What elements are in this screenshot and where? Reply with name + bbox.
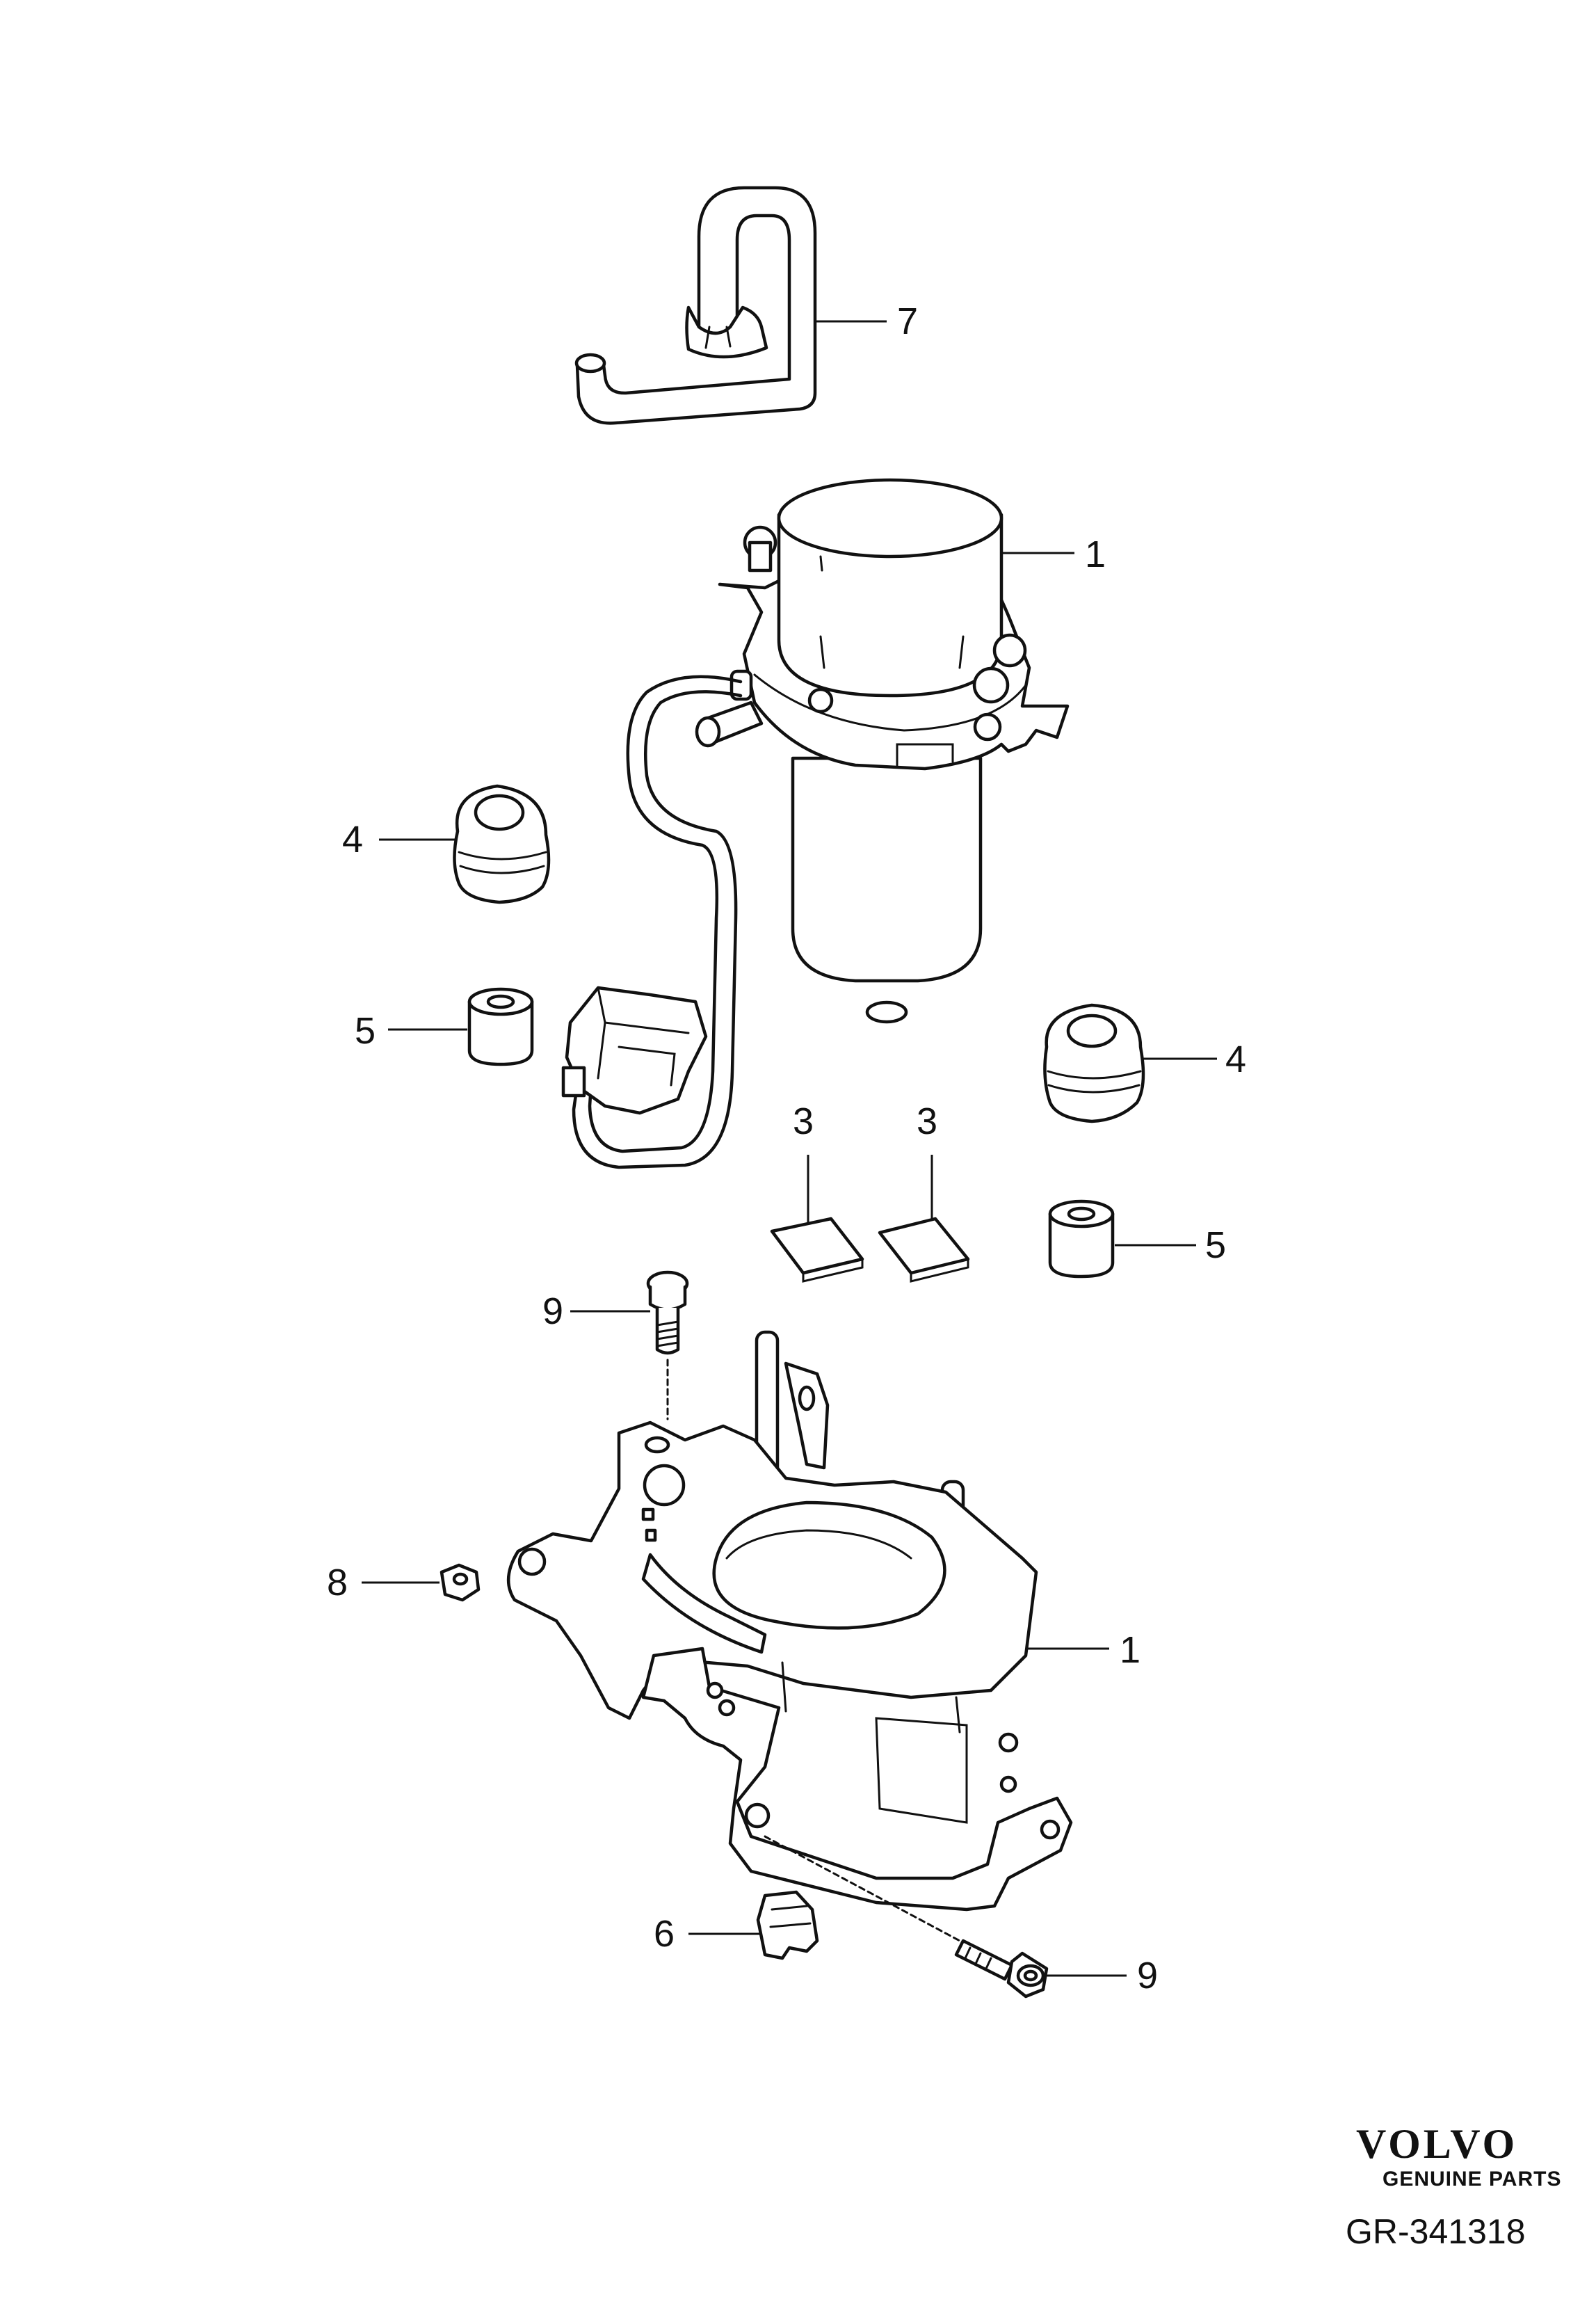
callout-9-bottom: 9 <box>1137 1955 1158 1996</box>
callout-5-left: 5 <box>355 1010 376 1052</box>
volvo-logo: VOLVO <box>1356 2121 1517 2167</box>
callout-6: 6 <box>654 1913 675 1955</box>
adhesive-pad-left-part <box>770 1217 864 1283</box>
adhesive-pad-right-part <box>878 1217 970 1283</box>
cable-clip-part <box>756 1890 819 1960</box>
spacer-right-part <box>1048 1199 1115 1279</box>
rubber-damper-left-part <box>453 784 551 904</box>
callout-4-right: 4 <box>1225 1039 1246 1080</box>
bolt-bottom-part <box>764 1835 1049 1999</box>
callout-5-right: 5 <box>1205 1224 1226 1266</box>
genuine-parts-label: GENUINE PARTS <box>1383 2168 1561 2191</box>
callout-9-top: 9 <box>542 1290 563 1332</box>
mounting-bracket-part <box>506 1330 1073 1912</box>
diagram-reference-number: GR-341318 <box>1346 2212 1526 2251</box>
vacuum-hose-part <box>574 186 817 425</box>
callout-1-bracket: 1 <box>1120 1629 1140 1671</box>
rubber-damper-right-part <box>1043 1003 1145 1123</box>
callout-3-right: 3 <box>917 1100 937 1142</box>
callout-7: 7 <box>897 301 918 342</box>
spacer-left-part <box>467 987 534 1066</box>
vacuum-pump-part <box>561 478 1070 1169</box>
callout-3-left: 3 <box>793 1100 814 1142</box>
bolt-top-part <box>646 1270 689 1420</box>
callout-1-pump: 1 <box>1085 534 1106 575</box>
callout-4-left: 4 <box>342 819 363 860</box>
callout-8: 8 <box>327 1562 348 1603</box>
flange-nut-part <box>440 1563 481 1602</box>
